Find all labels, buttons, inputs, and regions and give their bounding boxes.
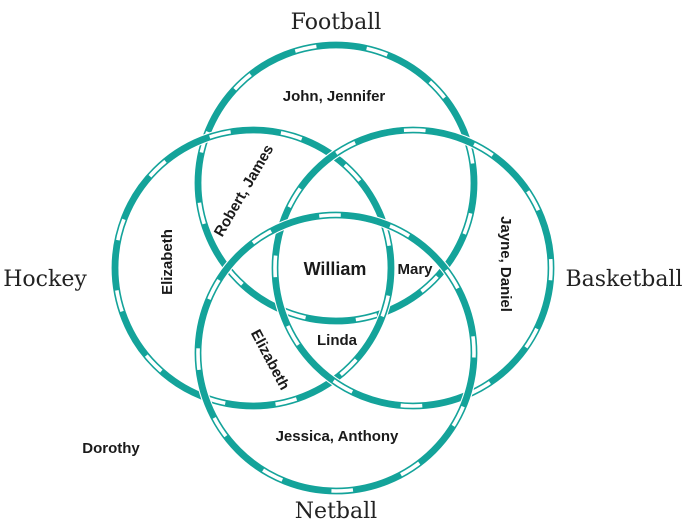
ring-basketball-background <box>270 125 556 411</box>
region-netball-only: Jessica, Anthony <box>276 428 399 445</box>
set-label-basketball: Basketball <box>565 267 682 292</box>
ring-football <box>193 40 479 326</box>
ring-netball-thin-outer <box>194 211 478 495</box>
set-label-netball: Netball <box>295 499 377 524</box>
ring-hockey <box>110 125 396 411</box>
ring-netball-background <box>193 210 479 496</box>
ring-basketball-thin-inner <box>276 131 550 405</box>
ring-basketball <box>270 125 556 411</box>
venn-rings <box>110 40 556 496</box>
region-basketball-only: Jayne, Daniel <box>497 216 514 312</box>
region-hockey-basketball-netball: Linda <box>317 332 358 349</box>
ring-netball-solid-segments <box>195 212 477 494</box>
region-hockey-netball: Elizabeth <box>247 327 293 393</box>
region-hockey-only: Elizabeth <box>159 229 176 295</box>
set-label-football: Football <box>291 10 382 35</box>
region-football-basketball-netball: Mary <box>397 261 433 278</box>
ring-football-solid-segments <box>195 42 477 324</box>
set-label-hockey: Hockey <box>3 267 87 292</box>
ring-netball-thin-inner <box>199 216 473 490</box>
region-all-four: William <box>304 259 367 279</box>
region-football-hockey: Robert, James <box>211 142 277 240</box>
ring-basketball-thin-outer <box>271 126 555 410</box>
ring-hockey-solid-segments <box>112 127 394 409</box>
region-outside: Dorothy <box>82 440 140 457</box>
ring-netball <box>193 210 479 496</box>
region-football-only: John, Jennifer <box>283 88 386 105</box>
